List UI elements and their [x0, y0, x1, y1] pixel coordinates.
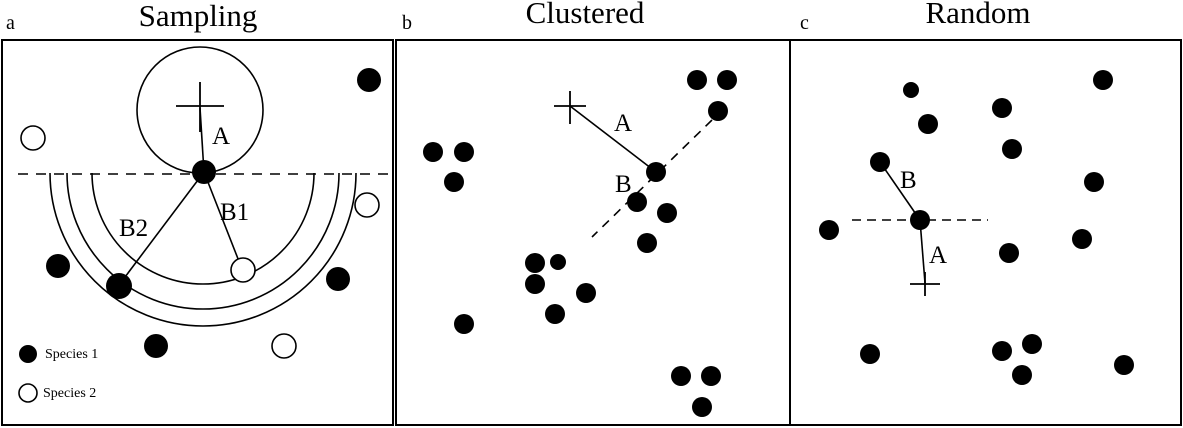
species2-point: [20, 125, 46, 151]
plant-point: [992, 98, 1012, 118]
plant-point: [860, 344, 880, 364]
legend-species1-marker: [19, 345, 37, 363]
panel-b: b Clustered A B: [395, 0, 791, 426]
panel-b-frame: [395, 39, 791, 426]
plant-point: [1002, 139, 1022, 159]
plant-point: [918, 114, 938, 134]
panel-a-letter: a: [6, 12, 15, 34]
panel-b-title: Clustered: [526, 0, 645, 30]
panel-a-label-b1: B1: [220, 199, 249, 226]
plant-point: [1114, 355, 1134, 375]
legend-species2-marker: [18, 383, 38, 403]
plant-point: [701, 366, 721, 386]
plant-point: [545, 304, 565, 324]
plant-point: [1072, 229, 1092, 249]
species1-point: [357, 68, 381, 92]
plant-point: [1022, 334, 1042, 354]
plant-point: [627, 192, 647, 212]
panel-a-line-b2: [118, 171, 205, 286]
plant-point: [576, 283, 596, 303]
species1-point: [46, 254, 70, 278]
panel-c-line-b: [879, 161, 921, 221]
plant-point: [992, 341, 1012, 361]
plant-point: [999, 243, 1019, 263]
plant-point: [646, 162, 666, 182]
panel-a: a Sampling A B2 B1: [1, 0, 394, 426]
panel-a-frame: [1, 39, 394, 426]
legend-species2-label: Species 2: [43, 386, 96, 401]
plant-point: [1084, 172, 1104, 192]
plant-point: [910, 210, 930, 230]
plant-point: [550, 254, 566, 270]
plant-point: [423, 142, 443, 162]
plant-point: [657, 203, 677, 223]
panel-b-label-a: A: [614, 110, 632, 137]
plant-point: [525, 274, 545, 294]
species1-point: [326, 267, 350, 291]
species2-point: [230, 257, 256, 283]
panel-a-outer-arc-1: [66, 172, 340, 310]
plant-point: [1093, 70, 1113, 90]
plant-point: [637, 233, 657, 253]
species1-point: [106, 273, 132, 299]
panel-b-label-b: B: [615, 171, 632, 198]
plant-point: [525, 253, 545, 273]
panel-a-label-b2: B2: [119, 215, 148, 242]
plant-point: [692, 397, 712, 417]
panel-a-line-b1: [203, 171, 243, 270]
panel-c-title: Random: [925, 0, 1030, 30]
plant-point: [717, 70, 737, 90]
panel-b-letter: b: [402, 12, 412, 34]
panel-c-frame: [789, 39, 1182, 426]
legend-species1-label: Species 1: [45, 347, 98, 362]
plant-point: [671, 366, 691, 386]
plant-point: [687, 70, 707, 90]
plant-point: [444, 172, 464, 192]
panel-a-label-a: A: [212, 123, 230, 150]
panel-c: c Random B A: [789, 0, 1182, 426]
species1-point: [144, 334, 168, 358]
panel-a-title: Sampling: [139, 0, 258, 33]
panel-a-inner-arc-1: [91, 172, 315, 285]
panel-c-label-a: A: [929, 242, 947, 269]
plant-point: [870, 152, 890, 172]
panel-a-outer-arc-2: [49, 172, 357, 327]
species2-point: [271, 333, 297, 359]
plant-point: [903, 82, 919, 98]
panel-c-letter: c: [800, 12, 809, 34]
panel-b-line-a: [569, 105, 657, 173]
plant-point: [454, 142, 474, 162]
plant-point: [819, 220, 839, 240]
plant-point: [708, 101, 728, 121]
panel-a-legend: Species 1 Species 2: [18, 345, 98, 403]
species1-point: [192, 160, 216, 184]
plant-point: [454, 314, 474, 334]
panel-c-label-b: B: [900, 167, 917, 194]
species2-point: [354, 192, 380, 218]
plant-point: [1012, 365, 1032, 385]
